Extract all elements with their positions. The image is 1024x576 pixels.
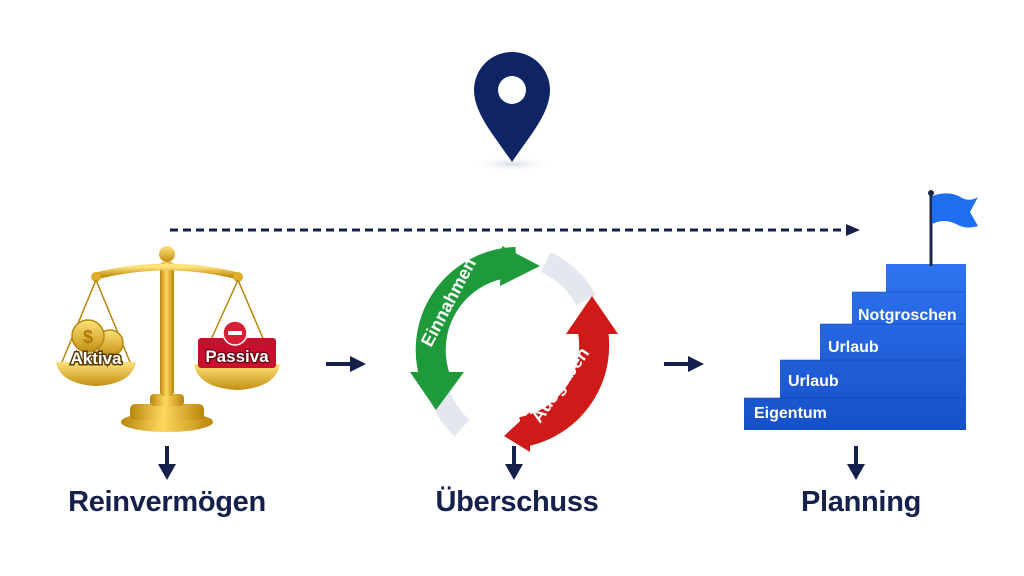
step-label: Notgroschen [858, 307, 957, 324]
arrow-down-icon [847, 446, 865, 480]
step-label: Eigentum [754, 405, 827, 422]
red-outflow-arrow [504, 296, 618, 452]
ueberschuss-caption: Überschuss [435, 486, 599, 518]
savings-staircase: Eigentum Urlaub Urlaub Notgroschen [744, 264, 966, 430]
aktiva-label: Aktiva [70, 349, 122, 368]
passiva-label: Passiva [205, 347, 269, 366]
flag-icon [928, 190, 978, 266]
einnahmen-label: Einnahmen [417, 255, 480, 350]
balance-scale [56, 246, 280, 432]
arrow-right-icon [664, 356, 704, 372]
journey-dashed-arrow [170, 224, 860, 236]
dollar-coin-icon: $ [71, 319, 124, 357]
passiva-block: Passiva [198, 320, 276, 368]
arrow-down-icon [158, 446, 176, 480]
cash-cycle: Einnahmen Ausgaben [410, 246, 618, 452]
step-label: Urlaub [828, 339, 879, 356]
arrow-down-icon [505, 446, 523, 480]
location-pin-icon [470, 52, 554, 172]
svg-text:$: $ [83, 327, 93, 347]
minus-icon [228, 331, 242, 335]
planning-caption: Planning [800, 486, 922, 518]
step-label: Urlaub [788, 373, 839, 390]
arrow-right-icon [326, 356, 366, 372]
green-inflow-arrow [410, 246, 540, 410]
reinvermoegen-caption: Reinvermögen [68, 486, 266, 518]
